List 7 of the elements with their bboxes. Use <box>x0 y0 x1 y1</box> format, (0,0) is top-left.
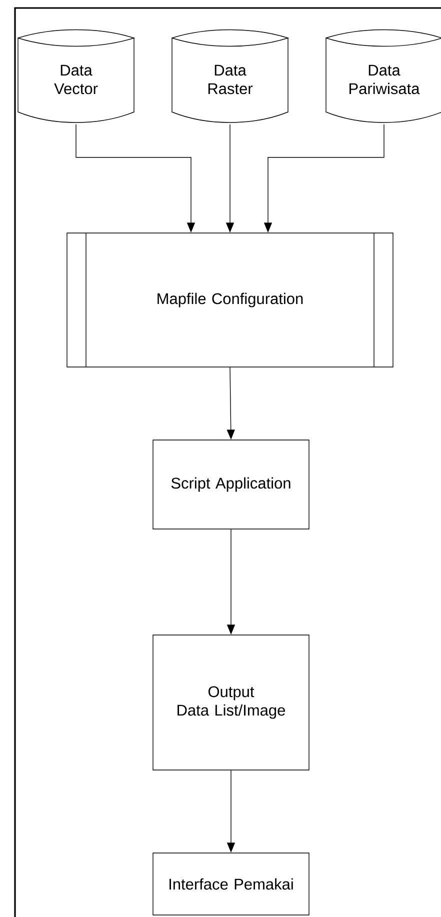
database-cylinder: Data Raster <box>172 29 288 123</box>
process-box: Mapfile Configuration <box>66 232 394 368</box>
process-box: Script Application <box>152 440 310 530</box>
database-cylinder: Data Vector <box>18 29 134 123</box>
database-cylinder: Data Pariwisata <box>326 29 441 123</box>
process-box: Interface Pemakai <box>152 852 310 916</box>
process-box: Output Data List/Image <box>152 634 310 770</box>
